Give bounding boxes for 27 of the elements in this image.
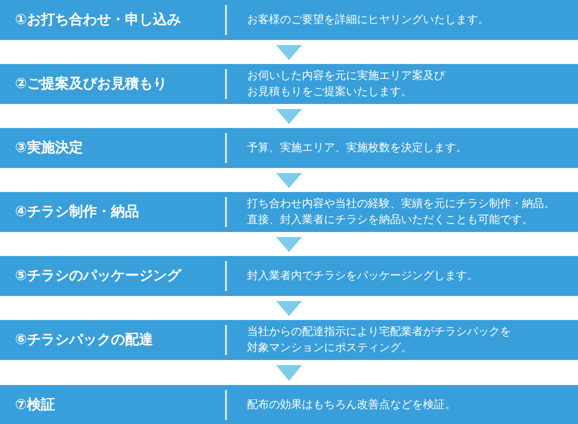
step-title: ③実施決定 [15, 139, 83, 157]
step-bar [0, 385, 578, 424]
step-description: 予算、実施エリア、実施枚数を決定します。 [247, 140, 468, 156]
step-description: 当社からの配達指示により宅配業者がチラシパックを対象マンションにポスティング。 [247, 324, 512, 356]
step-title: ⑤チラシのパッケージング [15, 267, 181, 285]
step-title: ⑦検証 [15, 396, 55, 414]
step-description: お客様のご要望を詳細にヒヤリングいたします。 [247, 12, 490, 28]
down-arrow [276, 237, 302, 252]
step-bar [0, 0, 578, 40]
step-bar [0, 192, 578, 232]
down-arrow [276, 109, 302, 124]
step-bar [0, 256, 578, 296]
down-arrow [276, 173, 302, 188]
step-description: 打ち合わせ内容や当社の経験、実績を元にチラシ制作・納品。直接、封入業者にチラシを納品いただくことも可能です。 [247, 196, 556, 228]
step-title: ④チラシ制作・納品 [15, 203, 139, 221]
down-arrow [276, 45, 302, 60]
step-description: 配布の効果はもちろん改善点などを検証。 [247, 397, 457, 413]
step-bar [0, 320, 578, 360]
step-bar [0, 128, 578, 168]
step-title: ⑥チラシパックの配達 [15, 331, 153, 349]
step-title: ②ご提案及びお見積もり [15, 75, 167, 93]
step-description: お伺いした内容を元に実施エリア案及びお見積もりをご提案いたします。 [247, 68, 446, 100]
step-description: 封入業者内でチラシをパッケージングします。 [247, 268, 479, 284]
down-arrow [276, 365, 302, 381]
step-bar [0, 64, 578, 104]
step-title: ①お打ち合わせ・申し込み [15, 11, 181, 29]
down-arrow [276, 301, 302, 316]
